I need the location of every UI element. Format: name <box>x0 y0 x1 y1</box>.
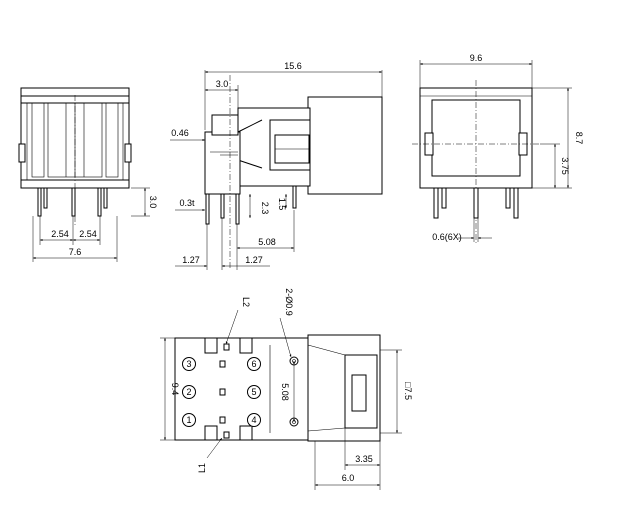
pin-label-5: 5 <box>251 387 256 397</box>
pin-label-1: 1 <box>186 415 191 425</box>
end-width-dim: 9.6 <box>470 53 483 63</box>
pin-label-4: 4 <box>251 415 256 425</box>
side-pins <box>205 185 297 225</box>
l1-label: L1 <box>197 463 207 473</box>
top-view: 3 2 1 6 5 4 L2 L1 2-Ø0.9 <box>160 288 413 490</box>
pin-4 <box>247 413 261 427</box>
end-center-dim: 3.75 <box>560 157 570 175</box>
front-pitch-a-dim: 2.54 <box>51 229 69 239</box>
side-pin-h1-dim: 2.3 <box>260 202 270 215</box>
pin-1 <box>182 413 196 427</box>
end-pin-width-dim: 0.6(6X) <box>432 232 462 242</box>
end-height-dim: 8.7 <box>574 132 584 145</box>
side-pitch-right-dim: 1.27 <box>245 255 263 265</box>
top-hole-pitch-dim: 5.08 <box>280 383 290 401</box>
pin-3 <box>182 357 196 371</box>
side-length-dim: 15.6 <box>284 61 302 71</box>
pin-2 <box>182 385 196 399</box>
front-height-dim: 3.0 <box>148 196 158 209</box>
l2-label: L2 <box>241 297 251 307</box>
pin-label-2: 2 <box>186 387 191 397</box>
front-view: 3.0 2.54 2.54 7.6 <box>18 87 158 262</box>
pin-6 <box>247 357 261 371</box>
front-pins <box>37 187 108 217</box>
side-view: 15.6 3.0 0.46 0.3t 2.3 1.5 5.08 1.27 1.2… <box>170 61 383 270</box>
holes-label: 2-Ø0.9 <box>284 288 294 316</box>
top-inner-dim: 3.35 <box>355 454 373 464</box>
pin-label-6: 6 <box>251 359 256 369</box>
end-pins <box>433 187 519 219</box>
end-view: 9.6 8.7 3.75 0.6(6X) <box>412 53 584 245</box>
side-pin-h2-dim: 1.5 <box>277 198 287 211</box>
mount-holes <box>289 356 299 427</box>
side-pin-thickness-dim: 0.3t <box>179 198 195 208</box>
pin-5 <box>247 385 261 399</box>
side-offset-dim: 3.0 <box>216 79 229 89</box>
top-width-dim: 9.4 <box>170 383 180 396</box>
side-tab-dim: 0.46 <box>171 128 189 138</box>
pin-circles: 3 2 1 6 5 4 <box>182 357 261 427</box>
top-depth-dim: 6.0 <box>342 473 355 483</box>
front-width-dim: 7.6 <box>69 247 82 257</box>
pad-rects <box>219 343 230 439</box>
top-square-dim: □7.5 <box>403 382 413 400</box>
side-pitch-left-dim: 1.27 <box>182 255 200 265</box>
pin-label-3: 3 <box>186 359 191 369</box>
front-pitch-b-dim: 2.54 <box>79 229 97 239</box>
side-pin-span-dim: 5.08 <box>258 237 276 247</box>
